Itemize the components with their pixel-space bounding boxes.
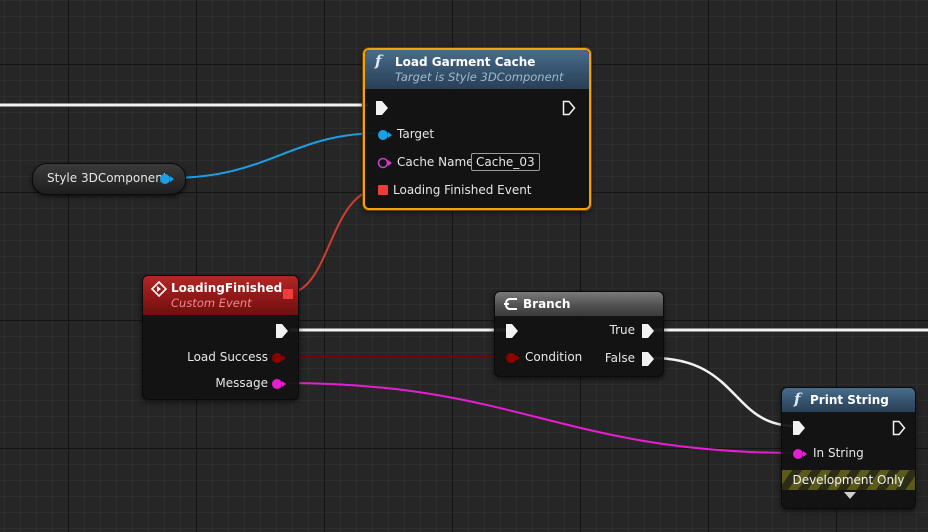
exec-input-pin[interactable]: [792, 420, 806, 436]
node-subtitle: Target is Style 3DComponent: [395, 70, 564, 84]
false-label: False: [604, 351, 635, 365]
cache-name-label: Cache Name: [397, 155, 474, 169]
node-title: Load Garment Cache: [395, 55, 536, 69]
false-exec-output-pin[interactable]: [641, 351, 655, 367]
node-title: LoadingFinished: [171, 281, 283, 295]
message-label: Message: [215, 376, 268, 390]
object-output-pin[interactable]: [159, 172, 175, 186]
exec-wire-false-to-print: [651, 356, 797, 428]
output-delegate-pin[interactable]: [282, 288, 294, 300]
load-garment-cache-node[interactable]: f Load Garment Cache Target is Style 3DC…: [363, 48, 591, 210]
in-string-input-pin[interactable]: [792, 447, 808, 461]
exec-output-pin[interactable]: [562, 100, 576, 116]
node-header: f Load Garment Cache Target is Style 3DC…: [365, 50, 589, 89]
print-string-node[interactable]: f Print String In String Development Onl…: [781, 387, 916, 509]
loading-finished-event-label: Loading Finished Event: [393, 183, 532, 197]
condition-input-pin[interactable]: [505, 351, 521, 365]
branch-icon: [504, 298, 517, 310]
function-icon: f: [794, 390, 801, 408]
node-subtitle: Custom Event: [171, 296, 252, 310]
message-output-pin[interactable]: [271, 377, 287, 391]
string-wire-message: [283, 382, 799, 454]
variable-label: Style 3DComponent: [47, 171, 168, 185]
target-input-pin[interactable]: [377, 128, 393, 142]
development-only-banner: Development Only: [782, 470, 915, 490]
event-icon: [151, 281, 167, 297]
condition-label: Condition: [525, 350, 583, 364]
event-delegate-pin[interactable]: [377, 184, 389, 196]
load-success-output-pin[interactable]: [271, 351, 287, 365]
node-header: LoadingFinished Custom Event: [143, 276, 298, 315]
style-3dcomponent-variable-node[interactable]: Style 3DComponent: [32, 163, 186, 195]
function-icon: f: [375, 52, 382, 70]
target-label: Target: [397, 127, 435, 141]
load-success-label: Load Success: [187, 350, 268, 364]
exec-output-pin[interactable]: [892, 420, 906, 436]
expand-arrow-icon[interactable]: [844, 492, 856, 499]
object-wire-target: [169, 132, 383, 179]
loading-finished-event-node[interactable]: LoadingFinished Custom Event Load Succes…: [142, 275, 299, 400]
cache-name-input-pin[interactable]: [377, 156, 393, 170]
node-title: Branch: [523, 297, 571, 311]
exec-input-pin[interactable]: [375, 100, 389, 116]
true-label: True: [609, 323, 636, 337]
true-exec-output-pin[interactable]: [641, 323, 655, 339]
exec-input-pin[interactable]: [505, 323, 519, 339]
exec-output-pin[interactable]: [275, 323, 289, 339]
in-string-label: In String: [813, 446, 864, 460]
node-header: f Print String: [782, 388, 915, 412]
node-header: Branch: [495, 292, 663, 316]
node-title: Print String: [810, 393, 889, 407]
branch-node[interactable]: Branch Condition True False: [494, 291, 664, 377]
cache-name-field[interactable]: Cache_03: [471, 153, 540, 171]
